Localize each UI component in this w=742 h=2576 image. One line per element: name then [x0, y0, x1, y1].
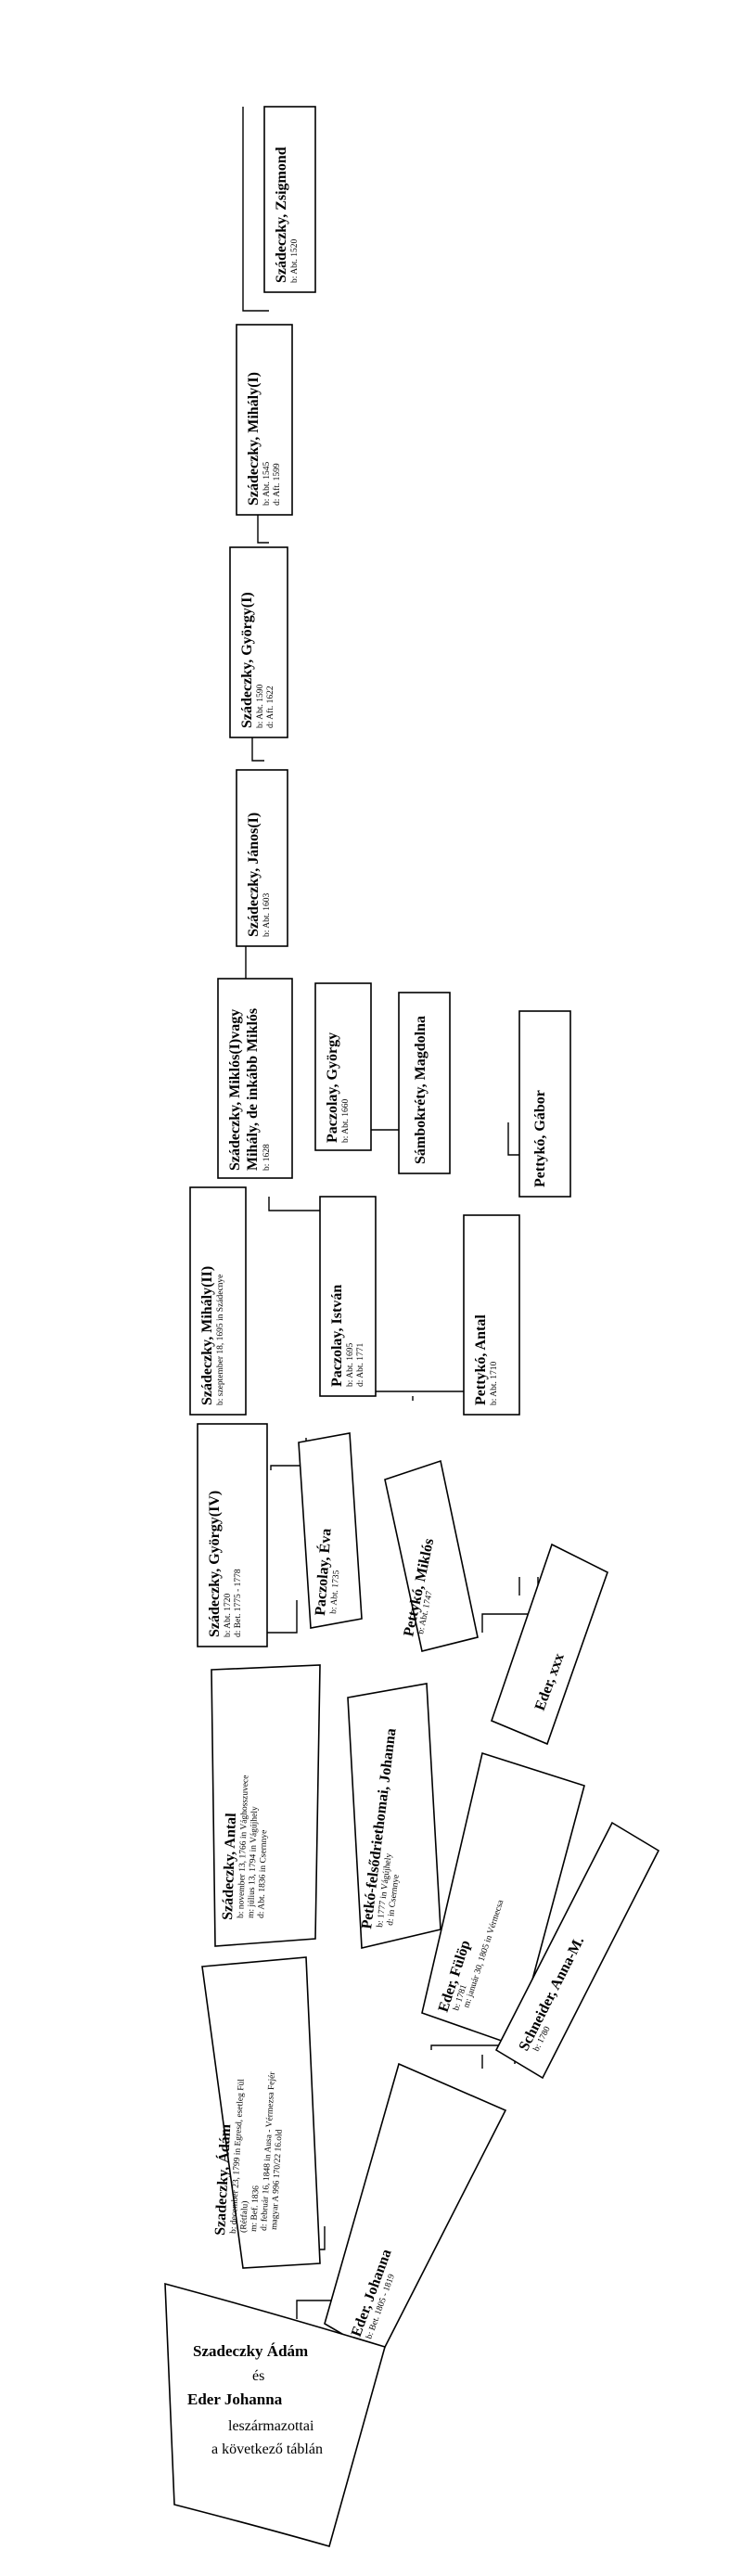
person-paczolay-gyorgy[interactable]: Paczolay, György b: Abt. 1660: [314, 982, 372, 1151]
svg-text:m: Bef. 1836: m: Bef. 1836: [249, 2185, 262, 2233]
person-szadeczky-adam[interactable]: Szadeczky, Ádám b: december 23, 1799 in …: [201, 1956, 321, 2269]
person-szadeczky-mihaly-2[interactable]: Szádeczky, Mihály(II) b: szeptember 18, …: [189, 1186, 247, 1416]
svg-text:d: Abt. 1771: d: Abt. 1771: [356, 1343, 365, 1387]
root-and: és: [252, 2368, 264, 2384]
person-szadeczky-zsigmond[interactable]: Szádeczky, Zsigmond b: Abt. 1520: [263, 106, 316, 293]
svg-text:Sámbokréty, Magdolna: Sámbokréty, Magdolna: [413, 1016, 429, 1164]
person-pettyko-gabor[interactable]: Pettykó, Gábor: [518, 1010, 571, 1198]
svg-text:Mihály, de inkább Miklós: Mihály, de inkább Miklós: [245, 1008, 261, 1171]
root-couple-box: Szadeczky Ádám és Eder Johanna leszármaz…: [164, 2282, 386, 2547]
person-pettyko-miklos[interactable]: Pettykó, Miklós b: Abt. 1747: [384, 1459, 479, 1652]
svg-text:Szádeczky, György(IV): Szádeczky, György(IV): [207, 1491, 223, 1637]
person-paczolay-istvan[interactable]: Paczolay, István b: Abt. 1695 d: Abt. 17…: [319, 1196, 377, 1397]
person-szadeczky-janos-1[interactable]: Szádeczky, János(I) b: Abt. 1603: [236, 769, 288, 947]
root-line1: leszármazottai: [228, 2418, 314, 2434]
svg-text:b: szeptember 18, 1695 in Szád: b: szeptember 18, 1695 in Szádecnye: [216, 1275, 225, 1405]
person-sambokrety-magdolna[interactable]: Sámbokréty, Magdolna: [398, 992, 451, 1174]
svg-text:Szádeczky, János(I): Szádeczky, János(I): [246, 813, 262, 937]
svg-text:Szádeczky, György(I): Szádeczky, György(I): [239, 592, 255, 728]
svg-text:Szádeczky, Miklós(I)vagy: Szádeczky, Miklós(I)vagy: [227, 1009, 243, 1171]
person-pettyko-antal[interactable]: Pettykó, Antal b: Abt. 1710: [463, 1214, 520, 1416]
root-person2: Eder Johanna: [187, 2390, 283, 2408]
person-szadeczky-miklos[interactable]: Szádeczky, Miklós(I)vagy Mihály, de inká…: [217, 978, 293, 1179]
svg-text:Szádeczky, Mihály(I): Szádeczky, Mihály(I): [246, 372, 262, 506]
svg-text:b: Abt. 1735: b: Abt. 1735: [329, 1570, 341, 1614]
svg-text:Szádeczky, Zsigmond: Szádeczky, Zsigmond: [274, 147, 289, 283]
person-szadeczky-mihaly-1[interactable]: Szádeczky, Mihály(I) b: Abt. 1545 d: Aft…: [236, 324, 293, 516]
person-eder-xxx[interactable]: Eder, xxx: [491, 1543, 608, 1746]
svg-text:m: július 13, 1794 in Vágújhel: m: július 13, 1794 in Vágújhely: [247, 1806, 260, 1918]
svg-text:d: Abt. 1836 in Csernnye: d: Abt. 1836 in Csernnye: [257, 1830, 269, 1919]
svg-text:b: Abt. 1545: b: Abt. 1545: [262, 462, 272, 506]
svg-text:b: Abt. 1720: b: Abt. 1720: [224, 1594, 233, 1637]
svg-text:Szádeczky, Mihály(II): Szádeczky, Mihály(II): [199, 1266, 215, 1405]
svg-text:Paczolay, György: Paczolay, György: [325, 1032, 340, 1143]
svg-text:b: Abt. 1695: b: Abt. 1695: [346, 1343, 355, 1387]
svg-text:b: Abt. 1660: b: Abt. 1660: [341, 1099, 351, 1143]
person-szadeczky-gyorgy-1[interactable]: Szádeczky, György(I) b: Abt. 1590 d: Aft…: [229, 546, 288, 738]
svg-text:Szádeczky, Antal: Szádeczky, Antal: [220, 1812, 239, 1920]
svg-text:Paczolay, István: Paczolay, István: [329, 1285, 345, 1387]
svg-text:Pettykó, Antal: Pettykó, Antal: [473, 1314, 489, 1405]
svg-text:b: Abt. 1590: b: Abt. 1590: [256, 685, 265, 728]
svg-text:b: 1628: b: 1628: [262, 1144, 272, 1171]
person-eder-johanna[interactable]: Eder, Johanna b: Bet. 1805 - 1819: [324, 2062, 507, 2358]
svg-text:d: Bet. 1775 - 1778: d: Bet. 1775 - 1778: [234, 1569, 243, 1637]
person-paczolay-eva[interactable]: Paczolay, Éva b: Abt. 1735: [298, 1432, 363, 1629]
svg-text:d: Aft. 1599: d: Aft. 1599: [272, 463, 282, 506]
person-petko-johanna[interactable]: Petkó-felsődriethomai, Johanna b: 1777 i…: [347, 1683, 441, 1949]
person-szadeczky-antal[interactable]: Szádeczky, Antal b: november 13, 1766 in…: [211, 1664, 321, 1947]
root-person1: Szadeczky Ádám: [193, 2342, 308, 2360]
root-line2: a következő táblán: [211, 2441, 323, 2457]
svg-text:(Rétfalu): (Rétfalu): [238, 2200, 250, 2233]
person-szadeczky-gyorgy-4[interactable]: Szádeczky, György(IV) b: Abt. 1720 d: Be…: [197, 1423, 268, 1647]
svg-text:d: Aft. 1622: d: Aft. 1622: [265, 686, 275, 728]
svg-text:Pettykó, Gábor: Pettykó, Gábor: [532, 1090, 548, 1187]
svg-text:b: Abt. 1710: b: Abt. 1710: [490, 1362, 499, 1405]
svg-text:b: Abt. 1603: b: Abt. 1603: [262, 893, 272, 937]
svg-text:b: Abt. 1520: b: Abt. 1520: [290, 239, 300, 283]
